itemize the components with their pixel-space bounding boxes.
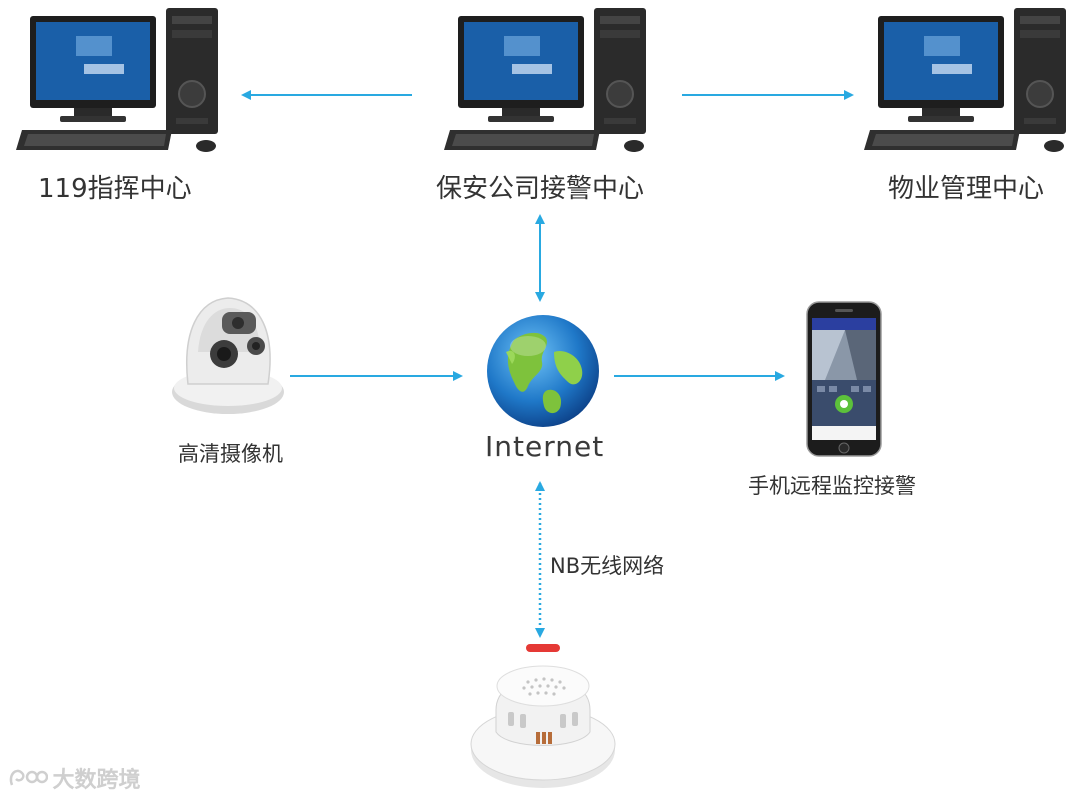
watermark: 大数跨境 <box>8 762 140 794</box>
watermark-text: 大数跨境 <box>52 768 141 793</box>
desktop-computer-icon <box>444 8 646 152</box>
smartphone <box>805 300 883 458</box>
nb-network-label: NB无线网络 <box>550 554 665 578</box>
desktop-computer-icon <box>16 8 218 152</box>
computer-property-center <box>864 6 1074 156</box>
property-center-label: 物业管理中心 <box>888 174 1045 204</box>
camera-label: 高清摄像机 <box>178 442 283 466</box>
computer-security-center <box>444 6 654 156</box>
globe-icon <box>487 315 599 427</box>
internet-label: Internet <box>485 430 605 463</box>
desktop-computer-icon <box>864 8 1066 152</box>
smoke-detector <box>468 640 618 790</box>
smartphone-icon <box>806 301 882 457</box>
dome-camera <box>168 292 288 422</box>
security-center-label: 保安公司接警中心 <box>436 174 645 204</box>
watermark-logo-icon <box>9 769 48 786</box>
computer-fire-center <box>16 6 226 156</box>
dome-camera-icon <box>172 297 284 414</box>
phone-label: 手机远程监控接警 <box>748 474 916 498</box>
internet-globe <box>484 312 602 430</box>
smoke-detector-icon <box>470 644 616 788</box>
fire-center-label: 119指挥中心 <box>38 174 192 204</box>
